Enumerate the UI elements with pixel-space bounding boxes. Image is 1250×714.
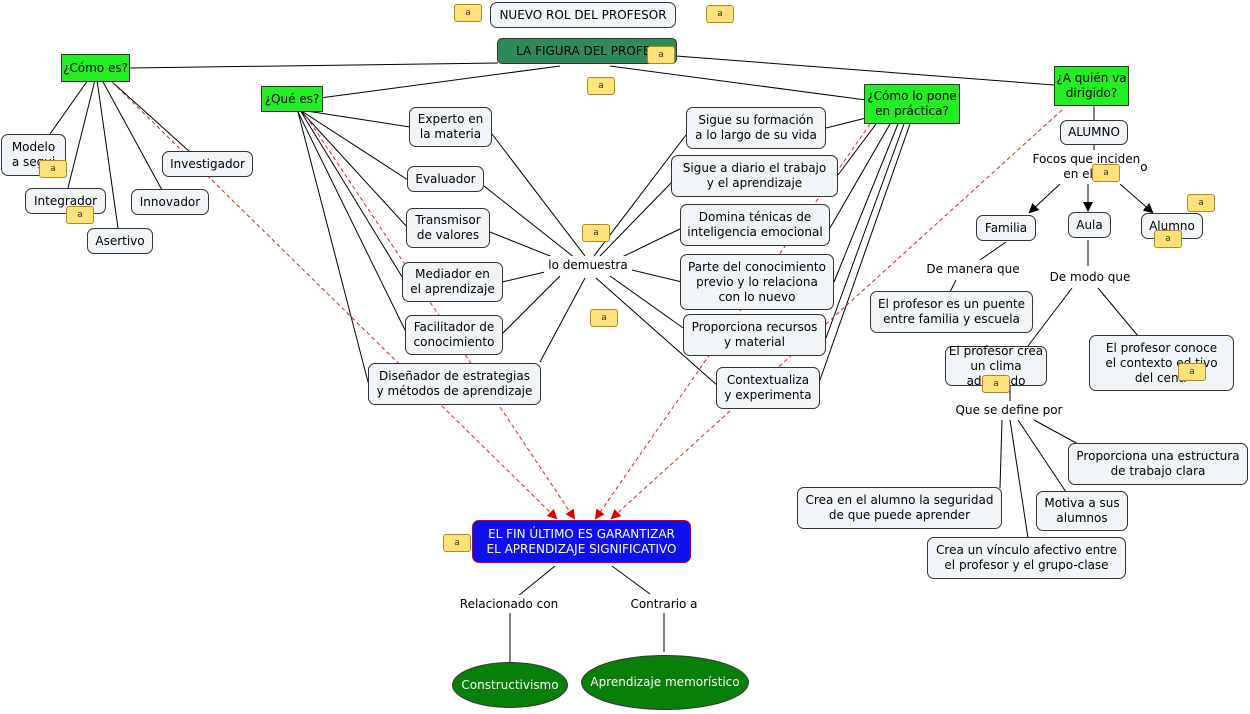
seguridad-node[interactable]: Crea en el alumno la seguridad de que pu… — [797, 487, 1002, 529]
puente-node[interactable]: El profesor es un puente entre familia y… — [870, 291, 1033, 333]
note-icon-glyph: a — [77, 210, 83, 220]
note-icon-glyph: a — [658, 50, 664, 60]
note-icon-glyph: a — [598, 81, 604, 91]
note-icon[interactable]: a — [443, 534, 471, 552]
note-icon-glyph: a — [50, 164, 56, 174]
note-icon-glyph: a — [1165, 234, 1171, 244]
estructura-node[interactable]: Proporciona una estructura de trabajo cl… — [1068, 443, 1248, 485]
focos-text: Focos que inciden en el pr — [1032, 152, 1141, 181]
asertivo-node[interactable]: Asertivo — [87, 228, 153, 254]
disenador-node[interactable]: Diseñador de estrategias y métodos de ap… — [368, 363, 541, 405]
investigador-node[interactable]: Investigador — [162, 151, 253, 177]
note-icon-glyph: a — [1103, 168, 1109, 178]
note-icon[interactable]: a — [587, 77, 615, 95]
evaluador-node[interactable]: Evaluador — [407, 166, 484, 192]
note-icon[interactable]: a — [1092, 164, 1120, 182]
note-icon[interactable]: a — [454, 4, 482, 22]
memoristico-node[interactable]: Aprendizaje memorístico — [581, 655, 749, 710]
note-icon[interactable]: a — [39, 160, 67, 178]
sigue-diario-node[interactable]: Sigue a diario el trabajo y el aprendiza… — [671, 155, 838, 197]
note-icon[interactable]: a — [1178, 363, 1206, 381]
motiva-node[interactable]: Motiva a sus alumnos — [1036, 491, 1128, 531]
facilitador-node[interactable]: Facilitador de conocimiento — [405, 315, 503, 355]
lo-demuestra-label: lo demuestra — [544, 256, 632, 274]
conoce-contexto-node[interactable]: El profesor conoce el contexto ed tivo d… — [1089, 335, 1234, 391]
relacionado-label: Relacionado con — [454, 595, 564, 613]
sigue-formacion-node[interactable]: Sigue su formación a lo largo de su vida — [686, 107, 826, 149]
note-icon[interactable]: a — [582, 224, 610, 242]
note-icon[interactable]: a — [706, 5, 734, 23]
que-es-node[interactable]: ¿Qué es? — [261, 86, 323, 112]
de-manera-label: De manera que — [922, 260, 1024, 278]
note-icon[interactable]: a — [1154, 230, 1182, 248]
note-icon-glyph: a — [465, 8, 471, 18]
de-modo-label: De modo que — [1044, 268, 1136, 286]
integrador-node[interactable]: Integrador — [25, 188, 106, 214]
note-icon-glyph: a — [454, 538, 460, 548]
focos-label: Focos que inciden en el pro — [1030, 150, 1150, 184]
note-icon-glyph: a — [601, 313, 607, 323]
mediador-node[interactable]: Mediador en el aprendizaje — [402, 262, 503, 302]
alumno-top-node[interactable]: ALUMNO — [1060, 120, 1128, 145]
note-icon-glyph: a — [593, 228, 599, 238]
como-lo-pone-node[interactable]: ¿Cómo lo pone en práctica? — [864, 84, 960, 124]
note-icon-glyph: a — [993, 379, 999, 389]
fin-ultimo-node[interactable]: EL FIN ÚLTIMO ES GARANTIZAR EL APRENDIZA… — [472, 520, 691, 563]
como-es-node[interactable]: ¿Cómo es? — [61, 54, 130, 82]
que-se-define-label: Que se define por — [950, 401, 1068, 419]
focos-tail-text: o — [1140, 159, 1148, 174]
note-icon-glyph: a — [717, 9, 723, 19]
note-icon[interactable]: a — [1187, 194, 1215, 212]
a-quien-node[interactable]: ¿A quién va dirigido? — [1054, 66, 1129, 106]
aula-node[interactable]: Aula — [1068, 212, 1111, 238]
note-icon-glyph: a — [1189, 367, 1195, 377]
note-icon[interactable]: a — [647, 46, 675, 64]
note-icon[interactable]: a — [590, 309, 618, 327]
vinculo-node[interactable]: Crea un vínculo afectivo entre el profes… — [927, 537, 1126, 579]
transmisor-node[interactable]: Transmisor de valores — [406, 208, 490, 248]
proporciona-recursos-node[interactable]: Proporciona recursos y material — [683, 314, 826, 356]
contextualiza-node[interactable]: Contextualiza y experimenta — [716, 367, 820, 409]
constructivismo-node[interactable]: Constructivismo — [452, 662, 568, 708]
note-icon[interactable]: a — [982, 375, 1010, 393]
parte-conocimiento-node[interactable]: Parte del conocimiento previo y lo relac… — [680, 254, 834, 310]
nuevo-rol-title[interactable]: NUEVO ROL DEL PROFESOR — [490, 2, 676, 28]
innovador-node[interactable]: Innovador — [131, 189, 209, 215]
experto-node[interactable]: Experto en la materia — [409, 107, 492, 147]
note-icon-glyph: a — [1198, 198, 1204, 208]
familia-node[interactable]: Familia — [976, 215, 1036, 241]
note-icon[interactable]: a — [66, 206, 94, 224]
contrario-label: Contrario a — [624, 595, 704, 613]
domina-node[interactable]: Domina ténicas de inteligencia emocional — [680, 204, 830, 246]
